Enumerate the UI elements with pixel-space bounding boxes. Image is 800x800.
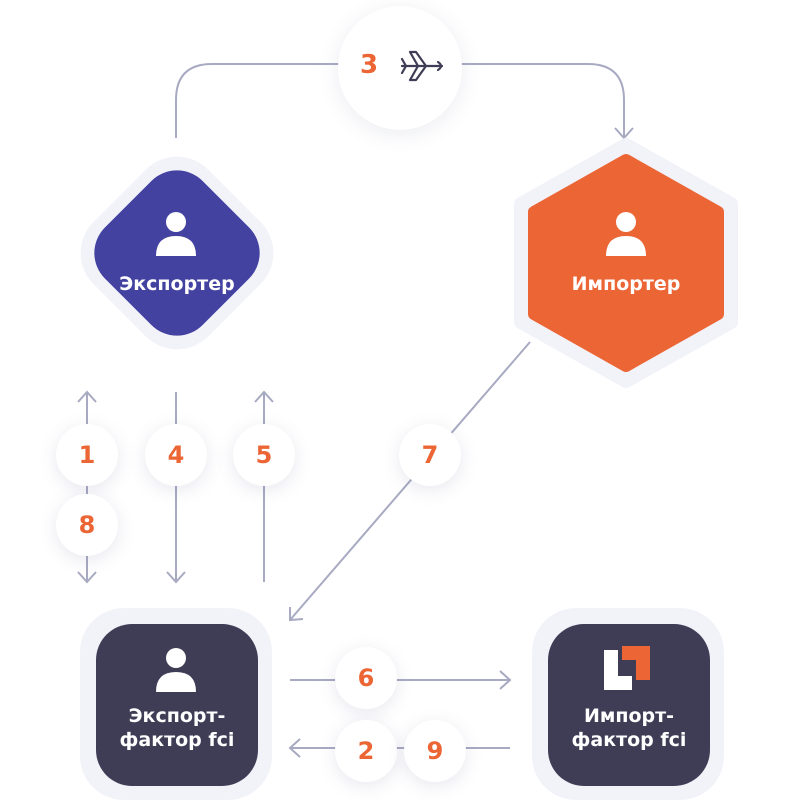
step-6-number: 6	[357, 664, 375, 692]
import-factor-label: Импорт- фактор fci	[548, 704, 710, 752]
shipment-arrowhead	[614, 127, 634, 140]
step-4-badge: 4	[145, 424, 207, 486]
step-3-number: 3	[360, 50, 379, 80]
importer-node[interactable]	[528, 154, 724, 372]
step-7-arrowhead	[289, 607, 304, 622]
export-factor-node[interactable]	[96, 624, 258, 786]
export-factor-label: Экспорт- фактор fci	[96, 704, 258, 752]
import-factor-label-line1: Импорт-	[583, 705, 675, 727]
step-1-arrowhead	[77, 390, 97, 403]
step-5-number: 5	[255, 441, 273, 469]
import-factor-label-line2: фактор fci	[571, 729, 687, 751]
step-8-badge: 8	[56, 494, 118, 556]
step-4-arrowhead	[166, 571, 186, 584]
step-4-number: 4	[167, 441, 185, 469]
airplane-icon	[400, 50, 444, 82]
step-7-connector	[289, 341, 531, 621]
fci-logo-icon	[604, 646, 650, 690]
step-2-badge: 2	[335, 720, 397, 782]
step-1-number: 1	[78, 441, 96, 469]
step-1-badge: 1	[56, 424, 118, 486]
step-6-arrowhead	[499, 670, 512, 690]
step-9-badge: 9	[404, 720, 466, 782]
importer-label: Импортер	[571, 273, 681, 295]
step-5-arrowhead	[254, 390, 274, 403]
step-2-number: 2	[357, 737, 375, 765]
step-8-arrowhead	[77, 571, 97, 584]
step-2-9-arrowhead	[288, 738, 301, 758]
exporter-label: Экспортер	[119, 273, 235, 295]
step-5-badge: 5	[233, 424, 295, 486]
export-factor-label-line2: фактор fci	[119, 729, 235, 751]
user-icon	[156, 212, 196, 256]
user-icon	[156, 648, 196, 692]
step-6-badge: 6	[335, 647, 397, 709]
export-factor-label-line1: Экспорт-	[128, 705, 226, 727]
step-9-number: 9	[426, 737, 444, 765]
import-factor-node[interactable]	[548, 624, 710, 786]
step-7-number: 7	[421, 441, 439, 469]
step-7-badge: 7	[399, 424, 461, 486]
step-3-badge: 3	[338, 6, 462, 130]
user-icon	[606, 212, 646, 256]
step-8-number: 8	[78, 511, 96, 539]
